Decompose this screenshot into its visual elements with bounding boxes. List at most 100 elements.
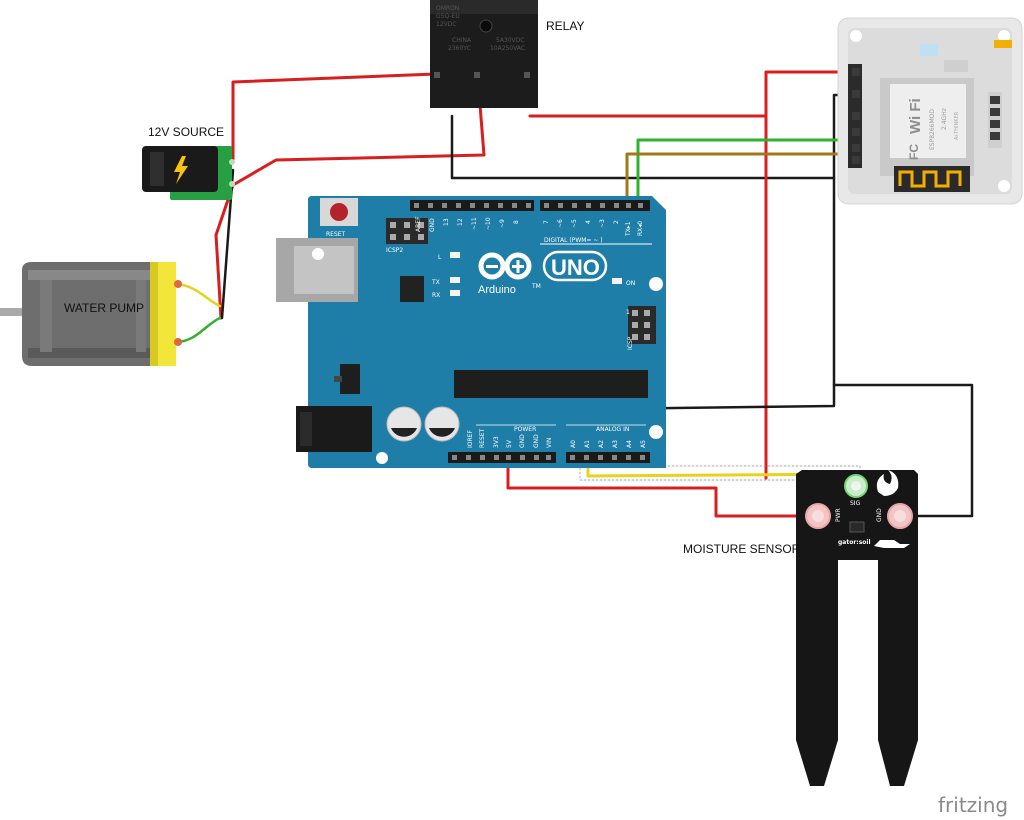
pin-11: ~11 [471, 217, 478, 230]
esp-vendor: AI-THINKER [954, 111, 960, 140]
sensor-label: MOISTURE SENSOR [683, 542, 801, 556]
analog-header [566, 452, 650, 463]
pin-gnd-1: GND [519, 434, 526, 448]
relay-origin: CHINA [452, 37, 472, 44]
power-pin-labels: IOREF RESET 3V3 5V GND GND VIN [467, 428, 553, 448]
power-pin-holes [452, 455, 645, 460]
pin-a3: A3 [612, 440, 619, 448]
pin-3: ~3 [599, 219, 606, 228]
pin-10: ~10 [485, 217, 492, 230]
reset-label: RESET [326, 231, 346, 238]
relay-code: 2360YC [448, 45, 471, 52]
wire-relay-to-pump [214, 78, 486, 320]
analog-pin-labels: A0 A1 A2 A3 A4 A5 [570, 440, 647, 448]
wire-relay-to-source [231, 72, 438, 162]
pin-a4: A4 [626, 440, 633, 448]
sparkfun-flame-icon [876, 470, 899, 496]
relay-model: G5Q-EU [436, 13, 460, 20]
pin-reset: RESET [479, 428, 486, 448]
led-rx [450, 290, 460, 296]
pin-9: ~9 [499, 219, 506, 228]
esp-antenna [894, 166, 970, 192]
pin-gnd-2: GND [533, 434, 540, 448]
fritzing-watermark: fritzing [938, 793, 1008, 817]
digital-pin-labels: AREF GND 13 12 ~11 ~10 ~9 8 7 ~6 ~5 4 ~3… [415, 216, 644, 237]
pin-5v: 5V [506, 439, 513, 448]
uno-text: UNO [551, 255, 600, 280]
sensor-sig-label: SIG [850, 500, 861, 507]
gator-icon [874, 540, 910, 548]
pin-a0: A0 [570, 440, 577, 448]
digital-label: DIGITAL (PWM= ~ ) [544, 237, 603, 244]
icsp-label: ICSP [627, 336, 634, 350]
relay-label: RELAY [546, 19, 584, 33]
relay-voltage: 12VDC [436, 21, 457, 28]
relay-rating-1: 5A30VDC [496, 37, 524, 44]
sensor-name: gator:soil [838, 539, 871, 546]
icsp-header [628, 306, 656, 344]
atmega-chip [454, 370, 648, 398]
relay-brand: OMRON [436, 5, 459, 12]
pin-3v3: 3V3 [493, 436, 500, 448]
esp-fcc: FC [907, 144, 921, 160]
wire-brown-tx [625, 152, 857, 207]
pin-7: 7 [543, 220, 550, 224]
arduino-uno[interactable]: RESET ICSP2 AREF GND 13 12 ~11 ~10 ~9 8 … [276, 196, 666, 468]
pin-13: 13 [443, 218, 450, 226]
wire-sensor-gnd [832, 383, 974, 518]
relay[interactable]: OMRON G5Q-EU 12VDC CHINA 2360YC 5A30VDC … [430, 0, 538, 108]
pump-label: WATER PUMP [64, 301, 144, 315]
usb-chip [400, 276, 424, 302]
led-tx-label: TX [431, 279, 440, 286]
on-label: ON [626, 280, 635, 287]
arduino-brand: Arduino [478, 284, 516, 296]
power-jack-12v[interactable] [142, 146, 235, 200]
pump-lead-green [174, 316, 222, 344]
pin-tx: TX▸1 [625, 221, 632, 237]
sensor-pwr-label: PWR [835, 508, 842, 522]
esp-freq: 2.4GHz [941, 108, 948, 130]
icsp2-label: ICSP2 [386, 247, 403, 254]
regulator [340, 364, 360, 394]
pin-6: ~6 [557, 219, 564, 228]
pin-a2: A2 [598, 440, 605, 448]
pin-5: ~5 [571, 219, 578, 228]
esp8266-module[interactable]: Wi Fi ESP8266MOD 2.4GHz AI-THINKER FC [837, 17, 1023, 205]
icsp2-header [386, 218, 428, 244]
wire-5v-to-sensor [506, 456, 812, 518]
arduino-logo: UNO Arduino TM [478, 250, 608, 296]
led-rx-label: RX [432, 292, 440, 299]
led-on [612, 278, 622, 284]
led-l [450, 252, 460, 258]
wire-red-main [764, 70, 857, 480]
power-label: POWER [514, 426, 536, 433]
pin-12: 12 [457, 218, 464, 226]
esp-model: ESP8266MOD [929, 109, 936, 150]
pin-vin: VIN [546, 438, 553, 448]
pin-a1: A1 [584, 440, 591, 448]
pin-gnd: GND [429, 218, 436, 232]
water-pump[interactable]: WATER PUMP [0, 262, 182, 366]
power-header [448, 452, 556, 463]
relay-rating-2: 10A250VAC [490, 45, 525, 52]
lightning-icon [174, 156, 188, 184]
pin-a5: A5 [640, 440, 647, 448]
pin-rx: RX◂0 [637, 221, 644, 236]
digital-header-2 [540, 200, 650, 211]
arduino-tm: TM [531, 283, 541, 290]
esp-wifi-logo: Wi Fi [907, 98, 924, 134]
wire-green-rx [636, 138, 857, 207]
icsp-pin1: 1 [626, 309, 630, 316]
wire-select-outline [579, 465, 861, 481]
pin-8: 8 [513, 220, 520, 224]
moisture-sensor[interactable]: SIG PWR GND gator:soil [796, 470, 918, 786]
pin-4: 4 [585, 220, 592, 224]
pin-aref: AREF [415, 216, 422, 232]
pump-lead-yellow [174, 282, 222, 308]
pin-ioref: IOREF [467, 430, 474, 448]
wire-relay-gnd [450, 114, 836, 180]
analog-label: ANALOG IN [596, 426, 629, 433]
source-label: 12V SOURCE [148, 125, 224, 139]
digital-pin-holes [414, 203, 643, 208]
sensor-gnd-label: GND [876, 508, 883, 522]
